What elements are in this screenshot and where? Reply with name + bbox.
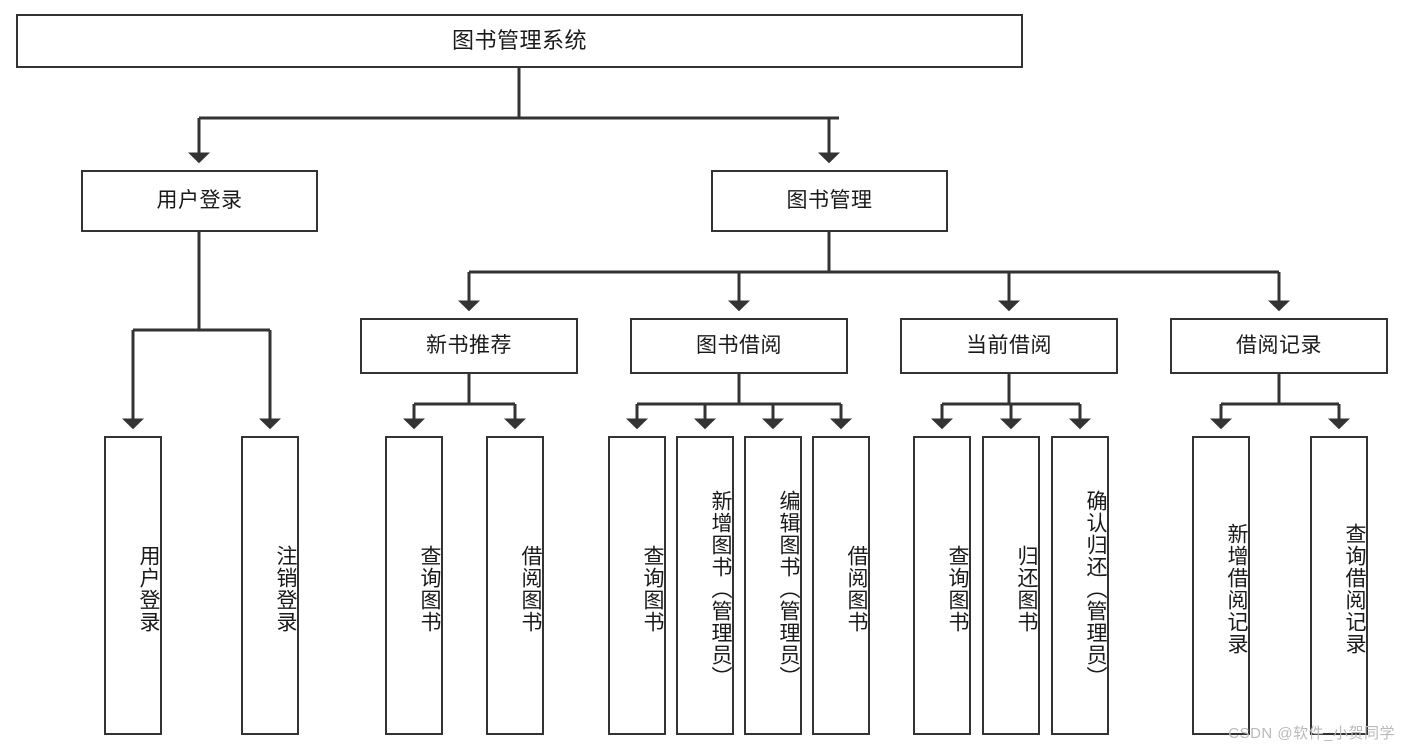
node-leaf-borrow-book-rec[interactable]: 借阅图书 <box>486 436 544 735</box>
node-leaf-query-borrow-record-label: 查询借阅记录 <box>1343 522 1366 655</box>
node-book-manage-label: 图书管理 <box>786 188 873 212</box>
node-leaf-borrow-book[interactable]: 借阅图书 <box>812 436 870 735</box>
node-user-login[interactable]: 用户登录 <box>81 170 318 232</box>
watermark-text: CSDN @软件_小贺同学 <box>1228 725 1395 742</box>
node-leaf-confirm-return[interactable]: 确认归还（管理员） <box>1051 436 1109 735</box>
node-leaf-query-borrow-record[interactable]: 查询借阅记录 <box>1310 436 1368 735</box>
node-leaf-query-book-borrow-label: 查询图书 <box>641 544 664 633</box>
node-leaf-return-book-label: 归还图书 <box>1015 544 1038 633</box>
node-leaf-borrow-book-label: 借阅图书 <box>845 544 868 633</box>
node-book-borrow-label: 图书借阅 <box>696 333 782 357</box>
node-leaf-add-book-label: 新增图书（管理员） <box>709 489 732 688</box>
node-current-borrow-label: 当前借阅 <box>966 333 1052 357</box>
node-book-borrow[interactable]: 图书借阅 <box>630 318 848 374</box>
node-borrow-record-label: 借阅记录 <box>1236 333 1322 357</box>
node-leaf-query-book-current[interactable]: 查询图书 <box>913 436 971 735</box>
node-user-login-label: 用户登录 <box>156 188 243 212</box>
node-leaf-logout[interactable]: 注销登录 <box>241 436 299 735</box>
node-leaf-return-book[interactable]: 归还图书 <box>982 436 1040 735</box>
node-leaf-add-borrow-record[interactable]: 新增借阅记录 <box>1192 436 1250 735</box>
node-leaf-confirm-return-label: 确认归还（管理员） <box>1084 489 1107 688</box>
node-new-book-rec-label: 新书推荐 <box>426 333 512 357</box>
node-book-manage[interactable]: 图书管理 <box>711 170 948 232</box>
node-leaf-query-book-current-label: 查询图书 <box>946 544 969 633</box>
node-leaf-add-borrow-record-label: 新增借阅记录 <box>1225 522 1248 655</box>
node-current-borrow[interactable]: 当前借阅 <box>900 318 1118 374</box>
node-root-label: 图书管理系统 <box>451 28 587 54</box>
node-root[interactable]: 图书管理系统 <box>16 14 1023 68</box>
node-leaf-logout-label: 注销登录 <box>274 544 297 633</box>
node-leaf-add-book[interactable]: 新增图书（管理员） <box>676 436 734 735</box>
node-leaf-user-login-label: 用户登录 <box>137 544 160 633</box>
node-new-book-rec[interactable]: 新书推荐 <box>360 318 578 374</box>
node-leaf-edit-book-label: 编辑图书（管理员） <box>777 489 800 688</box>
node-borrow-record[interactable]: 借阅记录 <box>1170 318 1388 374</box>
node-leaf-edit-book[interactable]: 编辑图书（管理员） <box>744 436 802 735</box>
node-leaf-query-book-rec-label: 查询图书 <box>418 544 441 633</box>
node-leaf-query-book-rec[interactable]: 查询图书 <box>385 436 443 735</box>
node-leaf-query-book-borrow[interactable]: 查询图书 <box>608 436 666 735</box>
node-leaf-borrow-book-rec-label: 借阅图书 <box>519 544 542 633</box>
node-leaf-user-login[interactable]: 用户登录 <box>104 436 162 735</box>
